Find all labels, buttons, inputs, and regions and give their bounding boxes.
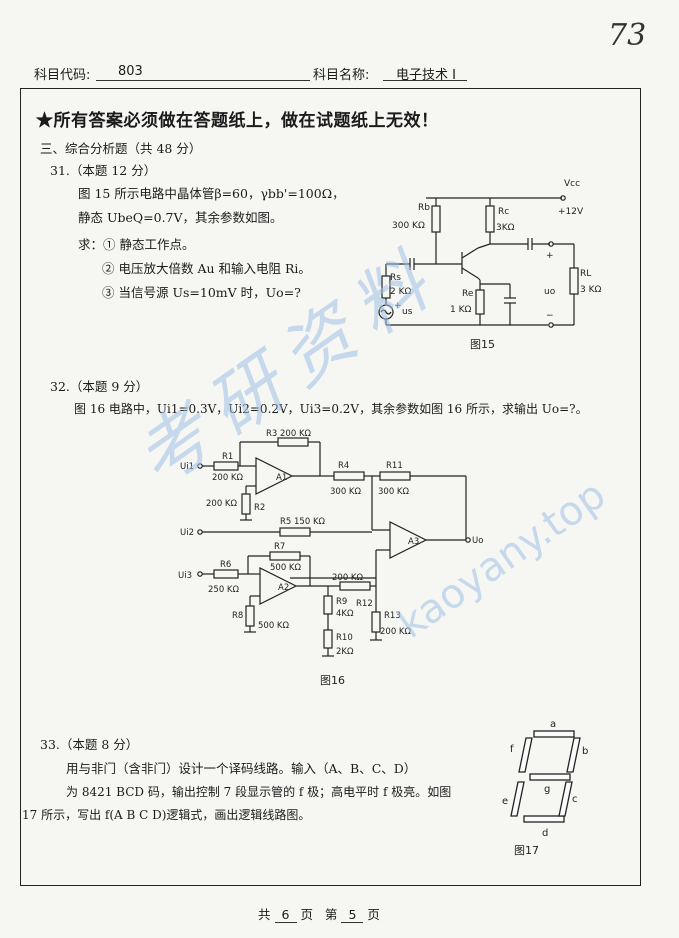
fig16-r1: R1 <box>222 452 233 462</box>
fig16-r13-value: 200 KΩ <box>380 627 411 637</box>
fig16-r12-value: 200 KΩ <box>332 573 363 583</box>
fig15-vplus: +12V <box>558 207 584 217</box>
fig16-r4: R4 <box>338 461 349 471</box>
fig16-r7-value: 500 KΩ <box>270 563 301 573</box>
subject-name-value: 电子技术 I <box>396 68 456 83</box>
fig15-rb-value: 300 KΩ <box>392 221 425 231</box>
segment-c <box>558 781 573 817</box>
subject-name-label: 科目名称: <box>313 68 370 83</box>
fig15-uo-plus: + <box>546 251 554 261</box>
q33-line1: 用与非门（含非门）设计一个译码线路。输入（A、B、C、D） <box>66 761 417 776</box>
segment-label-a: a <box>550 719 556 730</box>
fig16-r13: R13 <box>384 611 401 621</box>
fig15-rl-value: 3 KΩ <box>580 285 601 295</box>
segment-a <box>533 730 575 738</box>
fig16-r3: R3 200 KΩ <box>266 429 312 439</box>
exam-frame <box>20 88 641 886</box>
q31-line1: 图 15 所示电路中晶体管β=60，γbb'=100Ω， <box>78 186 345 201</box>
q31-ask: 求：① 静态工作点。 <box>78 237 195 252</box>
fig15-vcc: Vcc <box>564 179 580 189</box>
fig16-r5: R5 150 KΩ <box>280 517 326 527</box>
fig15-re-value: 1 KΩ <box>450 305 471 315</box>
fig16-r6-value: 250 KΩ <box>208 585 239 595</box>
fig16-r2-value: 200 KΩ <box>206 499 237 509</box>
fig16-r4-value: 300 KΩ <box>330 487 361 497</box>
fig16-r10-value: 2KΩ <box>336 647 354 657</box>
fig15-rc: Rc <box>498 207 509 217</box>
segment-label-d: d <box>542 828 548 839</box>
fig16-r6: R6 <box>220 560 231 570</box>
fig16-r1-value: 200 KΩ <box>212 473 243 483</box>
answer-notice: ★所有答案必须做在答题纸上，做在试题纸上无效！ <box>36 111 439 131</box>
fig16-r9-value: 4KΩ <box>336 609 354 619</box>
page-footer: 共 6 页 第 5 页 <box>258 904 380 923</box>
fig15-caption: 图15 <box>470 338 495 351</box>
fig16-a2: A2 <box>278 583 289 593</box>
fig16-a1: A1 <box>276 473 287 483</box>
q31-title: 31.（本题 12 分） <box>50 163 157 178</box>
q32-title: 32.（本题 9 分） <box>50 379 149 394</box>
segment-label-b: b <box>582 746 588 757</box>
footer-total-pre: 共 <box>258 907 271 922</box>
q33-title: 33.（本题 8 分） <box>40 737 139 752</box>
fig16-r12: R12 <box>356 599 373 609</box>
fig16-ui2: Ui2 <box>180 528 194 538</box>
fig15-uo-minus: − <box>546 311 554 321</box>
fig16-r7: R7 <box>274 542 285 552</box>
figure-17-seven-segment: a b c d e f g 图17 <box>502 719 588 857</box>
segment-d <box>523 815 565 823</box>
segment-g <box>529 773 571 781</box>
fig15-re: Re <box>462 289 474 299</box>
subject-code-label: 科目代码: <box>34 68 91 83</box>
fig16-ui3: Ui3 <box>178 571 192 581</box>
figure-16-circuit: Ui1 Ui2 Ui3 Uo R3 200 KΩ R1 200 KΩ R2 20… <box>178 429 483 687</box>
footer-page-post: 页 <box>367 907 380 922</box>
fig15-rl: RL <box>580 269 591 279</box>
figure-15-circuit: Vcc +12V Rb 300 KΩ Rc 3KΩ Rs 2 KΩ Re 1 K… <box>378 179 601 351</box>
section-title: 三、综合分析题（共 48 分） <box>40 141 202 156</box>
fig16-r11-value: 300 KΩ <box>378 487 409 497</box>
fig15-rs-value: 2 KΩ <box>390 287 411 297</box>
segment-f <box>518 737 533 773</box>
footer-page-pre: 第 <box>324 907 338 922</box>
fig15-us: us <box>402 307 413 317</box>
segment-label-g: g <box>544 784 550 795</box>
segment-label-e: e <box>502 796 508 807</box>
fig16-r8: R8 <box>232 611 243 621</box>
fig16-r8-value: 500 KΩ <box>258 621 289 631</box>
q31-ask3: ③ 当信号源 Us=10mV 时，Uo=? <box>102 285 301 300</box>
fig17-caption: 图17 <box>514 844 539 857</box>
fig16-r10: R10 <box>336 633 353 643</box>
fig16-r9: R9 <box>336 597 347 607</box>
segment-b <box>566 737 581 773</box>
fig16-caption: 图16 <box>320 674 345 687</box>
q32-text: 图 16 电路中，Ui1=0.3V，Ui2=0.2V，Ui3=0.2V，其余参数… <box>74 402 588 416</box>
fig15-us-plus: + <box>394 301 402 311</box>
subject-name-underline <box>383 80 467 81</box>
fig16-ui1: Ui1 <box>180 462 194 472</box>
segment-e <box>510 781 525 817</box>
fig16-r2: R2 <box>254 503 265 513</box>
fig16-a3: A3 <box>408 537 419 547</box>
segment-label-f: f <box>510 744 514 755</box>
fig16-r11: R11 <box>386 461 403 471</box>
corner-mark: 73 <box>608 18 647 53</box>
footer-total-post: 页 <box>300 907 313 922</box>
q33-line3: 17 所示，写出 f(A B C D)逻辑式，画出逻辑线路图。 <box>22 808 311 822</box>
fig15-uo: uo <box>544 287 556 297</box>
q33-line2: 为 8421 BCD 码，输出控制 7 段显示管的 f 极；高电平时 f 极亮。… <box>66 785 452 799</box>
fig15-rs: Rs <box>390 273 401 283</box>
segment-label-c: c <box>572 794 578 805</box>
fig16-uo: Uo <box>472 536 483 546</box>
footer-total-num: 6 <box>274 907 297 923</box>
q31-line2: 静态 UbeQ=0.7V，其余参数如图。 <box>78 210 283 225</box>
fig15-rc-value: 3KΩ <box>496 223 515 233</box>
footer-page-num: 5 <box>341 907 364 923</box>
fig15-rb: Rb <box>418 203 430 213</box>
subject-code-value: 803 <box>118 64 143 79</box>
subject-code-underline <box>96 80 310 81</box>
q31-ask2: ② 电压放大倍数 Au 和输入电阻 Ri。 <box>102 261 311 276</box>
